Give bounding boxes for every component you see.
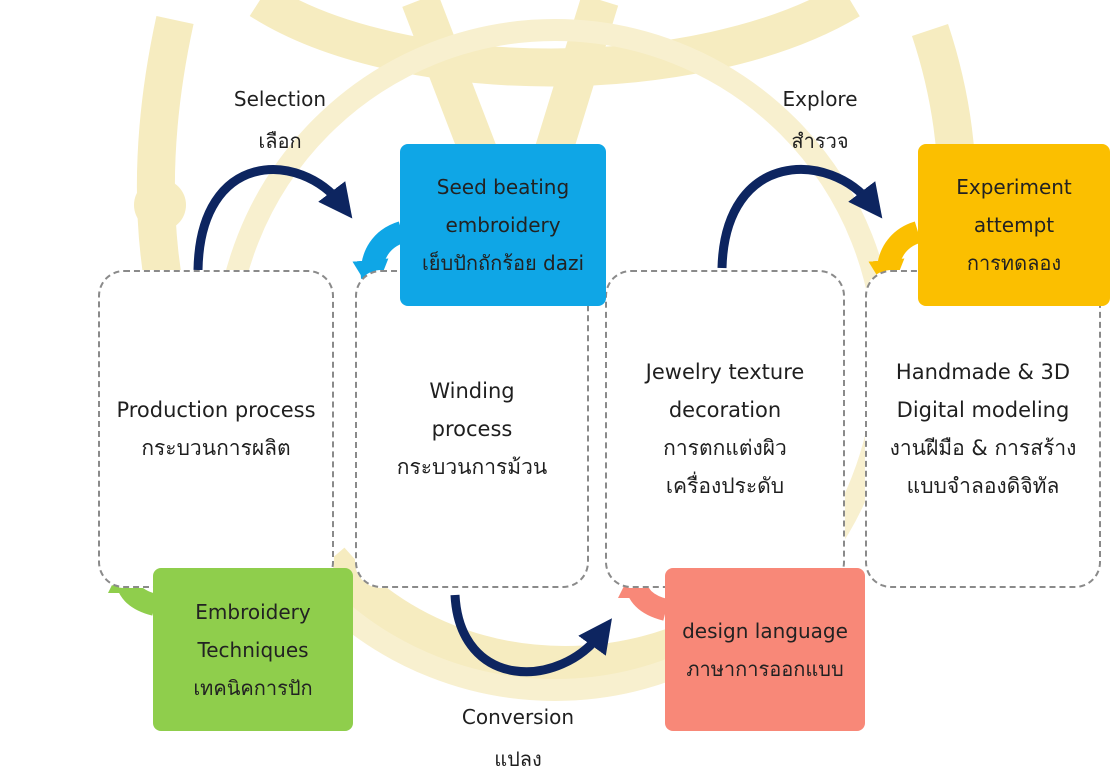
experiment-line2: attempt [973, 213, 1055, 237]
jewelry-line4: เครื่องประดับ [665, 474, 785, 498]
production-process-box: Production process กระบวนการผลิต [98, 270, 334, 588]
seed-line3: เย็บปักถักร้อย dazi [421, 251, 585, 275]
explore-label: Explore สำรวจ [720, 78, 920, 162]
embroidery-line1: Embroidery [195, 599, 311, 624]
experiment-line1: Experiment [956, 175, 1072, 199]
handmade-line1: Handmade & 3D [895, 360, 1071, 384]
experiment-tag: Experiment attempt การทดลอง [918, 144, 1110, 306]
jewelry-line1: Jewelry texture [645, 360, 805, 384]
handmade-modeling-box: Handmade & 3D Digital modeling งานฝีมือ … [865, 270, 1101, 588]
selection-label: Selection เลือก [180, 78, 380, 162]
conversion-label-en: Conversion [461, 705, 575, 729]
production-line2: กระบวนการผลิต [141, 436, 291, 460]
winding-line1: Winding [429, 379, 515, 403]
explore-label-en: Explore [782, 87, 858, 111]
winding-line3: กระบวนการม้วน [396, 455, 548, 479]
selection-label-en: Selection [233, 87, 327, 111]
explore-arc-arrow [717, 164, 883, 269]
selection-label-th: เลือก [258, 129, 302, 153]
design-line1: design language [682, 618, 848, 643]
design-line2: ภาษาการออกแบบ [686, 656, 844, 681]
seed-beating-tag: Seed beating embroidery เย็บปักถักร้อย d… [400, 144, 606, 306]
conversion-label-th: แปลง [494, 747, 542, 771]
handmade-line3: งานฝีมือ & การสร้าง [889, 436, 1077, 460]
seed-line1: Seed beating [436, 175, 570, 199]
winding-line2: process [431, 417, 513, 441]
conversion-label: Conversion แปลง [418, 696, 618, 780]
embroidery-line3: เทคนิคการปัก [193, 675, 313, 700]
selection-arc-arrow [193, 165, 353, 271]
jewelry-line2: decoration [668, 398, 782, 422]
winding-process-box: Winding process กระบวนการม้วน [355, 270, 589, 588]
handmade-line2: Digital modeling [896, 398, 1070, 422]
seed-line2: embroidery [445, 213, 561, 237]
handmade-line4: แบบจำลองดิจิทัล [906, 474, 1060, 498]
jewelry-texture-box: Jewelry texture decoration การตกแต่งผิว … [605, 270, 845, 588]
embroidery-line2: Techniques [197, 637, 309, 662]
experiment-line3: การทดลอง [966, 251, 1062, 275]
jewelry-line3: การตกแต่งผิว [663, 436, 787, 460]
embroidery-techniques-tag: Embroidery Techniques เทคนิคการปัก [153, 568, 353, 731]
conversion-arc-arrow [450, 594, 612, 677]
explore-label-th: สำรวจ [791, 129, 849, 153]
design-language-tag: design language ภาษาการออกแบบ [665, 568, 865, 731]
production-line1: Production process [116, 398, 316, 422]
